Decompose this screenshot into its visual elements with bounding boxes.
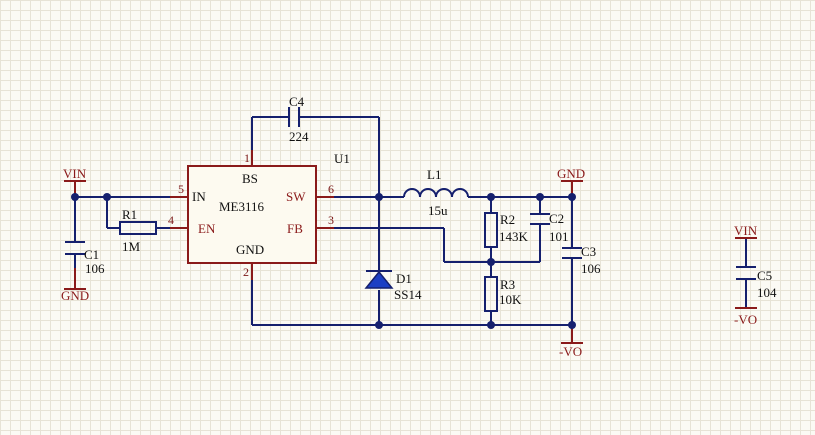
pin-bs-number: 1	[244, 151, 250, 165]
capacitor-c2[interactable]: C2 101	[530, 211, 569, 244]
c4-value: 224	[289, 129, 309, 144]
c4-ref: C4	[289, 94, 305, 109]
chip-designator: U1	[334, 151, 350, 166]
c5-ref: C5	[757, 268, 772, 283]
gnd-symbol-left[interactable]: GND	[61, 268, 89, 303]
capacitor-c5[interactable]: VIN -VO C5 104	[734, 223, 777, 327]
junction-dot	[103, 193, 111, 201]
wires	[74, 116, 747, 326]
c1-value: 106	[85, 261, 105, 276]
r2-value: 143K	[499, 229, 529, 244]
c5-vin-label: VIN	[734, 223, 758, 238]
r3-ref: R3	[500, 277, 515, 292]
capacitor-c3[interactable]: C3 106	[562, 244, 601, 276]
l1-ref: L1	[427, 167, 441, 182]
chip-body[interactable]	[187, 165, 317, 264]
gnd-symbol-right[interactable]: GND	[557, 166, 585, 197]
pin-sw-number: 6	[328, 182, 334, 196]
junction-dot	[487, 321, 495, 329]
junctions	[71, 193, 576, 329]
vo-symbol-output[interactable]: -VO	[559, 325, 583, 359]
chip-part-number: ME3116	[219, 199, 265, 214]
vin-net-label-left: VIN	[63, 166, 87, 181]
l1-value: 15u	[428, 203, 448, 218]
c2-ref: C2	[549, 211, 564, 226]
vo-net-label-output: -VO	[559, 344, 582, 359]
d1-value: SS14	[394, 287, 422, 302]
junction-dot	[536, 193, 544, 201]
junction-dot	[71, 193, 79, 201]
r1-value: 1M	[122, 239, 141, 254]
resistor-r1[interactable]: R1 1M	[119, 207, 157, 254]
c5-vo-label: -VO	[734, 312, 757, 327]
pin-in-name: IN	[192, 189, 206, 204]
junction-dot	[568, 193, 576, 201]
pin-gnd-number: 2	[243, 265, 249, 279]
pin-sw-name: SW	[286, 189, 306, 204]
c3-value: 106	[581, 261, 601, 276]
chip-u1[interactable]: 5 4 6 3 1 2 IN EN SW FB BS GND ME3116 U1	[168, 150, 350, 280]
pin-fb-number: 3	[328, 213, 334, 227]
pin-fb-name: FB	[287, 221, 303, 236]
resistor-r2[interactable]: R2 143K	[484, 212, 529, 248]
junction-dot	[487, 258, 495, 266]
capacitor-c4[interactable]: C4 224	[288, 94, 309, 144]
pin-gnd-name: GND	[236, 242, 264, 257]
capacitor-c1[interactable]: C1 106	[65, 241, 105, 276]
vin-symbol-left[interactable]: VIN	[63, 166, 87, 197]
junction-dot	[568, 321, 576, 329]
diode-d1[interactable]: D1 SS14	[364, 270, 422, 302]
c2-value: 101	[549, 229, 569, 244]
inductor-l1[interactable]: L1 15u	[403, 167, 469, 218]
r1-ref: R1	[122, 207, 137, 222]
junction-dot	[375, 321, 383, 329]
gnd-net-label-right: GND	[557, 166, 585, 181]
junction-dot	[375, 193, 383, 201]
d1-ref: D1	[396, 271, 412, 286]
r2-ref: R2	[500, 212, 515, 227]
pin-bs-name: BS	[242, 171, 258, 186]
junction-dot	[487, 193, 495, 201]
resistor-r3[interactable]: R3 10K	[484, 276, 522, 312]
pin-in-number: 5	[178, 182, 184, 196]
gnd-net-label-left: GND	[61, 288, 89, 303]
c1-ref: C1	[84, 247, 99, 262]
c3-ref: C3	[581, 244, 596, 259]
pin-en-number: 4	[168, 213, 174, 227]
c5-value: 104	[757, 285, 777, 300]
pin-en-name: EN	[198, 221, 216, 236]
r3-value: 10K	[499, 292, 522, 307]
